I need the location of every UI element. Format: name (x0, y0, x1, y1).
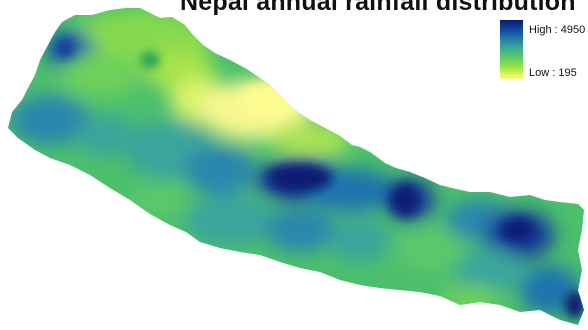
map-title: Nepal annual rainfall distribution (180, 0, 576, 16)
map-legend: High : 4950 Low : 195 (500, 20, 588, 84)
legend-high-label: High : 4950 (529, 24, 586, 36)
legend-low-label: Low : 195 (529, 67, 577, 79)
legend-color-ramp (500, 20, 523, 79)
